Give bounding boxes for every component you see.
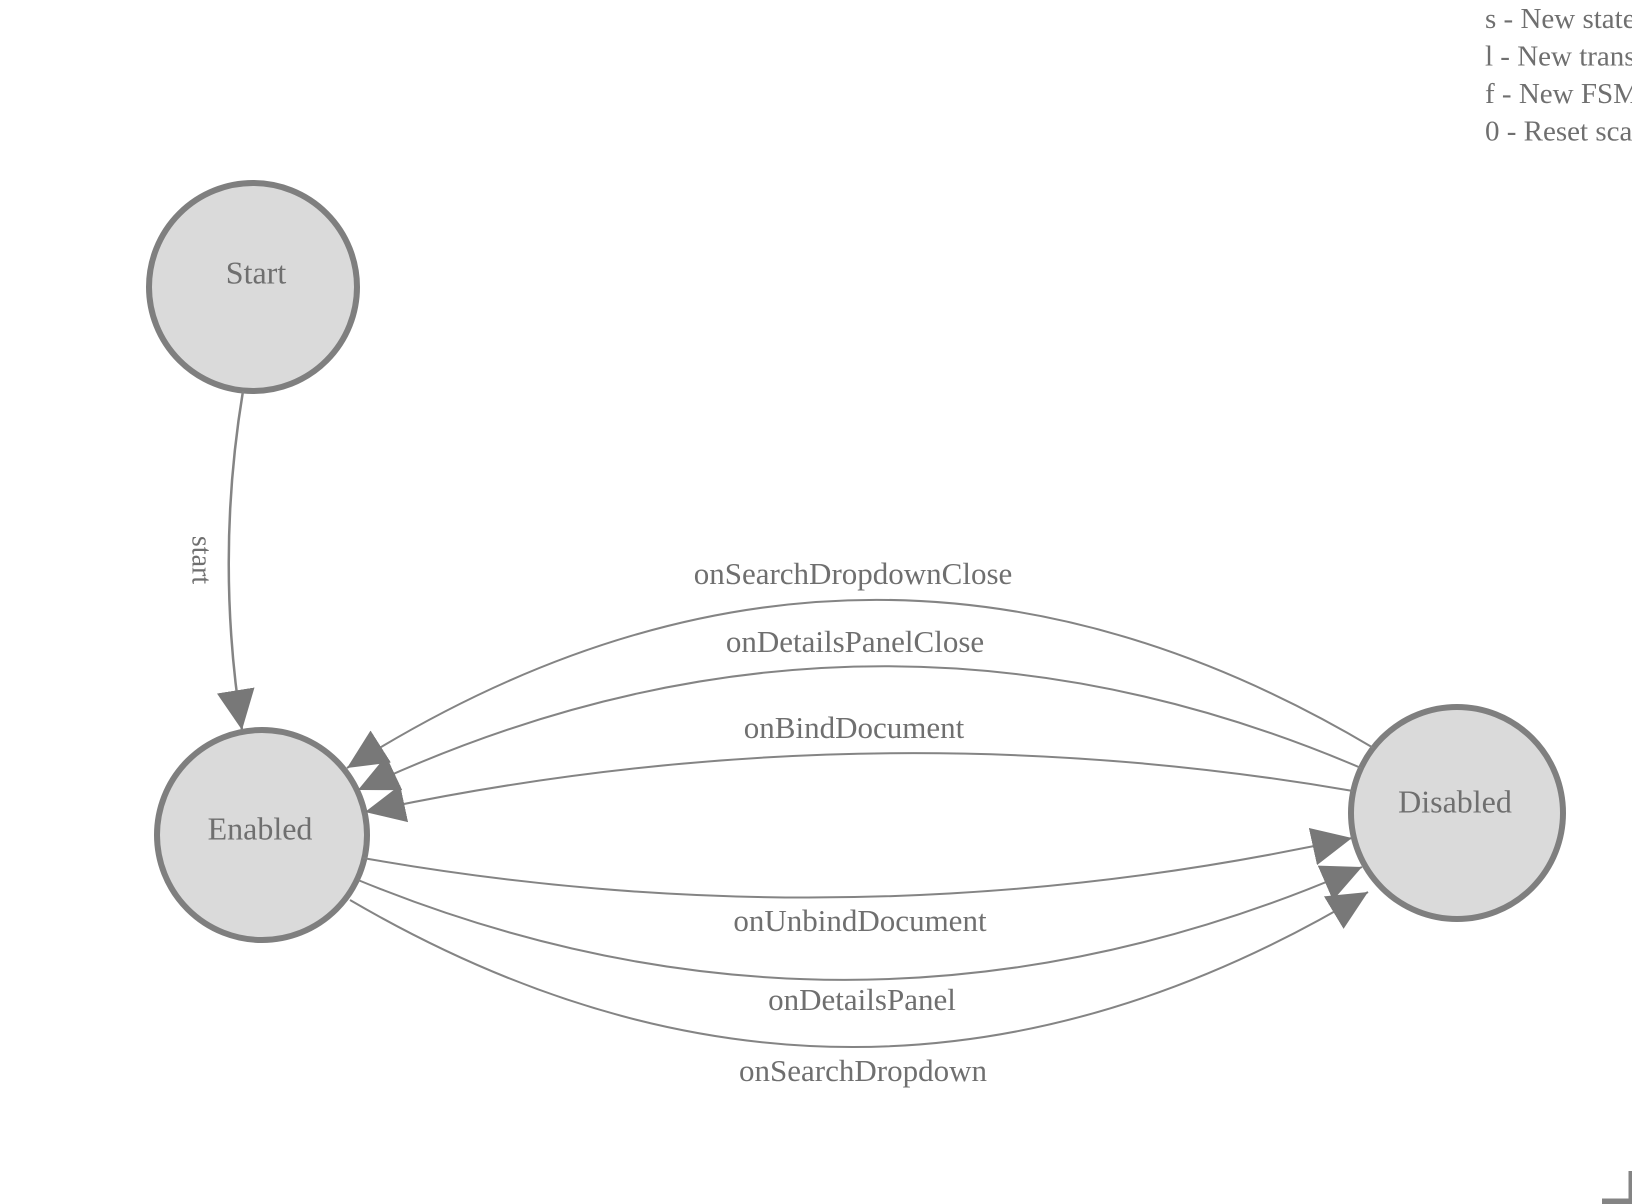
state-node-start[interactable] bbox=[146, 180, 360, 394]
edge-onDetailsPanelClose[interactable] bbox=[357, 665, 1362, 791]
edge-label-onUnbindDocument: onUnbindDocument bbox=[733, 903, 987, 938]
legend-item-new-state: s - New state bbox=[1485, 3, 1632, 35]
legend-item-reset-scale: 0 - Reset scale bbox=[1485, 116, 1632, 148]
edge-onBindDocument[interactable] bbox=[364, 752, 1354, 823]
edge-label-onDetailsPanel: onDetailsPanel bbox=[768, 982, 956, 1017]
edge-label-start: start bbox=[186, 536, 217, 584]
edge-onDetailsPanel[interactable] bbox=[357, 865, 1363, 981]
state-node-enabled[interactable] bbox=[154, 727, 370, 943]
frame-corner-vertical bbox=[1628, 1171, 1632, 1204]
edge-onSearchDropdown[interactable] bbox=[349, 891, 1369, 1048]
legend-item-new-transition: l - New transition bbox=[1485, 41, 1632, 73]
node-label-enabled: Enabled bbox=[208, 810, 313, 846]
edge-start-to-enabled[interactable] bbox=[216, 390, 255, 731]
edge-label-onSearchDropdown: onSearchDropdown bbox=[739, 1053, 987, 1088]
frame-corner-horizontal bbox=[1602, 1198, 1632, 1204]
edge-onUnbindDocument[interactable] bbox=[362, 828, 1353, 899]
shortcut-legend: s - New state l - New transition f - New… bbox=[1485, 3, 1632, 148]
node-label-start: Start bbox=[226, 254, 287, 290]
edge-onSearchDropdownClose[interactable] bbox=[346, 598, 1375, 769]
node-label-disabled: Disabled bbox=[1398, 783, 1512, 819]
legend-item-new-fsm: f - New FSM bbox=[1485, 78, 1632, 110]
state-node-disabled[interactable] bbox=[1348, 704, 1566, 922]
edge-label-onBindDocument: onBindDocument bbox=[744, 710, 965, 745]
edge-label-onSearchDropdownClose: onSearchDropdownClose bbox=[694, 556, 1013, 591]
frame-corner bbox=[1602, 1171, 1632, 1204]
edge-label-onDetailsPanelClose: onDetailsPanelClose bbox=[726, 624, 984, 659]
